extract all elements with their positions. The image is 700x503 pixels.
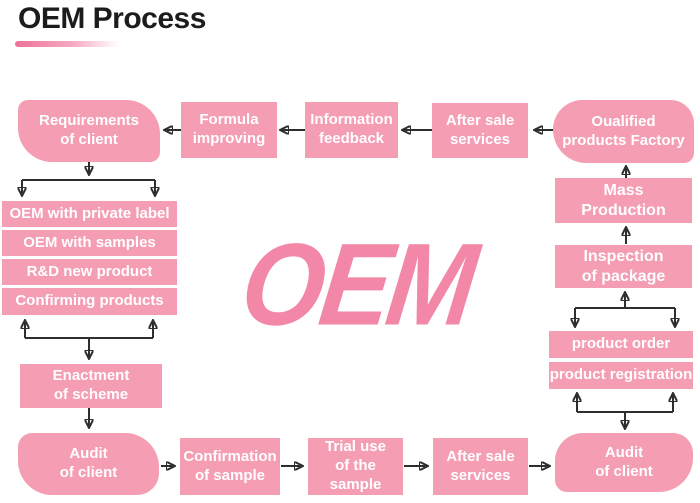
oem-watermark: OEM bbox=[234, 219, 481, 350]
node-oem-with-samples: OEM with samples bbox=[2, 230, 177, 256]
node-audit-of-client-left: Audit of client bbox=[18, 433, 159, 495]
node-confirmation-of-sample: Confirmation of sample bbox=[180, 438, 280, 495]
node-qualified-products-factory: Oualified products Factory bbox=[553, 100, 694, 163]
node-inspection-of-package: Inspection of package bbox=[555, 245, 692, 288]
node-rd-new-product: R&D new product bbox=[2, 259, 177, 285]
node-enactment-of-scheme: Enactment of scheme bbox=[20, 364, 162, 408]
node-mass-production: Mass Production bbox=[555, 178, 692, 223]
node-product-registration: product registration bbox=[549, 362, 693, 389]
node-oem-with-private-label: OEM with private label bbox=[2, 201, 177, 227]
node-formula-improving: Formula improving bbox=[181, 102, 277, 158]
page-title: OEM Process bbox=[18, 2, 206, 35]
title-underline bbox=[15, 41, 119, 47]
node-audit-of-client-right: Audit of client bbox=[555, 433, 693, 492]
node-after-sale-services-top: After sale services bbox=[432, 103, 528, 158]
node-trial-use-of-the-sample: Trial use of the sample bbox=[308, 438, 403, 495]
node-requirements-of-client: Requirements of client bbox=[18, 100, 160, 162]
node-after-sale-services-bottom: After sale services bbox=[433, 438, 528, 495]
node-product-order: product order bbox=[549, 331, 693, 358]
node-information-feedback: Information feedback bbox=[305, 102, 398, 158]
node-confirming-products: Confirming products bbox=[2, 288, 177, 315]
